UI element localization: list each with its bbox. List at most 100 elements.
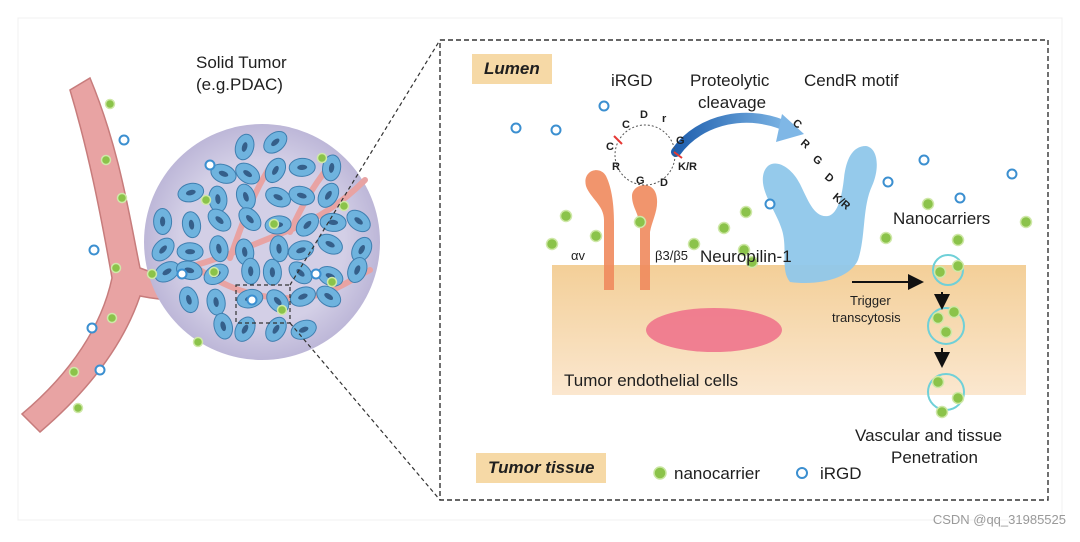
nanocarrier-dot <box>316 152 328 164</box>
zoom-particles <box>510 100 1033 419</box>
watermark: CSDN @qq_31985525 <box>932 512 1066 527</box>
zoom-connector-top <box>289 39 441 286</box>
irgd-dot <box>510 122 522 134</box>
irgd-dot <box>88 244 100 256</box>
tumor-cell <box>288 185 316 206</box>
tumor-cell <box>207 208 232 232</box>
tumor-cell <box>238 207 262 231</box>
tumor-cell <box>209 235 229 263</box>
tumor-cell <box>176 242 204 262</box>
nanocarrier-dot <box>935 405 949 419</box>
nanocarrier-dot <box>208 266 220 278</box>
tumor-cell <box>351 236 373 263</box>
nanocarrier-dot <box>72 402 84 414</box>
tumor-cell <box>265 186 292 208</box>
zoom-source-box <box>235 284 291 324</box>
tumor-cell <box>262 258 282 286</box>
tumor-cell <box>319 212 347 232</box>
nanocarrier-dot <box>326 276 338 288</box>
irgd-residue: r <box>662 113 667 125</box>
penetration-label-2: Penetration <box>891 448 978 467</box>
nanocarrier-dot <box>939 325 953 339</box>
integrin-alpha-v <box>585 170 614 290</box>
nanocarrier-dot <box>745 255 759 269</box>
cleavage-mark-1 <box>613 135 623 145</box>
nanocarrier-dot <box>633 215 647 229</box>
tumor-cell <box>295 213 320 237</box>
irgd-residue: C <box>606 141 614 153</box>
nanocarrier-dot <box>559 209 573 223</box>
tumor-cell <box>316 285 342 308</box>
nanocarrier-dot <box>338 200 350 212</box>
nanocarrier-dot <box>739 205 753 219</box>
blood-vessel <box>20 76 263 434</box>
tumor-cells <box>151 130 373 342</box>
irgd-residue: D <box>660 177 668 189</box>
irgd-residue: R <box>612 161 620 173</box>
nanocarrier-dot <box>933 265 947 279</box>
tumor-cell <box>241 257 261 285</box>
nanocarrier-dot <box>737 243 751 257</box>
nanocarrier-dot <box>879 231 893 245</box>
trigger-label-1: Trigger <box>850 293 891 308</box>
irgd-dot <box>176 268 188 280</box>
irgd-residue: K/R <box>678 161 697 173</box>
tumor-tissue-tag: Tumor tissue <box>476 453 607 483</box>
tumor-cell <box>179 286 199 314</box>
penetration-label-1: Vascular and tissue <box>855 426 1003 445</box>
cleavage-arrow-head <box>776 114 804 142</box>
nanocarrier-dot <box>68 366 80 378</box>
irgd-dot <box>204 159 216 171</box>
irgd-label: iRGD <box>611 71 653 90</box>
tumor-cell <box>269 235 289 263</box>
tumor-cell <box>264 157 287 184</box>
zoom-connector-bottom <box>289 322 441 501</box>
tumor-cell <box>346 209 371 233</box>
neuropilin-label: Neuropilin-1 <box>700 247 792 266</box>
irgd-dot <box>86 322 98 334</box>
nanocarrier-dot <box>545 237 559 251</box>
irgd-dot <box>246 294 258 306</box>
nanocarrier-dot <box>687 237 701 251</box>
neuropilin-1-receptor <box>762 146 877 284</box>
tumor-cell <box>234 133 255 161</box>
irgd-dot <box>94 364 106 376</box>
legend-irgd-label: iRGD <box>820 464 862 483</box>
nanocarrier-dot <box>200 194 212 206</box>
irgd-dot <box>550 124 562 136</box>
left-particles <box>68 98 350 414</box>
tumor-cell <box>235 162 260 185</box>
solid-tumor-subtitle: (e.g.PDAC) <box>196 75 283 94</box>
endothelial-nucleus <box>646 308 782 352</box>
nanocarrier-dot <box>192 336 204 348</box>
irgd-residue: G <box>676 135 685 147</box>
cendr-label: CendR motif <box>804 71 899 90</box>
irgd-residue: C <box>622 119 630 131</box>
nanocarriers-label: Nanocarriers <box>893 209 991 228</box>
irgd-dot <box>882 176 894 188</box>
legend-irgd-marker <box>796 467 808 479</box>
vesicle <box>932 254 964 286</box>
cleavage-label-1: Proteolytic <box>690 71 770 90</box>
legend-nanocarrier-marker <box>653 466 667 480</box>
nanocarrier-dot <box>921 197 935 211</box>
nanocarrier-dot <box>947 305 961 319</box>
tumor-cell <box>177 182 205 203</box>
endothelial-label: Tumor endothelial cells <box>564 371 739 390</box>
nanocarrier-dot <box>100 154 112 166</box>
tumor-cell <box>289 286 316 307</box>
irgd-residue: G <box>636 175 645 187</box>
lumen-tag: Lumen <box>472 54 552 84</box>
tumor-cell <box>151 237 175 262</box>
solid-tumor-title: Solid Tumor <box>196 53 287 72</box>
irgd-dot <box>598 100 610 112</box>
nanocarrier-dot <box>589 229 603 243</box>
nanocarrier-dot <box>931 375 945 389</box>
cleavage-arrow <box>671 112 795 157</box>
irgd-dot <box>118 134 130 146</box>
irgd-dot <box>954 192 966 204</box>
nanocarrier-dot <box>268 218 280 230</box>
